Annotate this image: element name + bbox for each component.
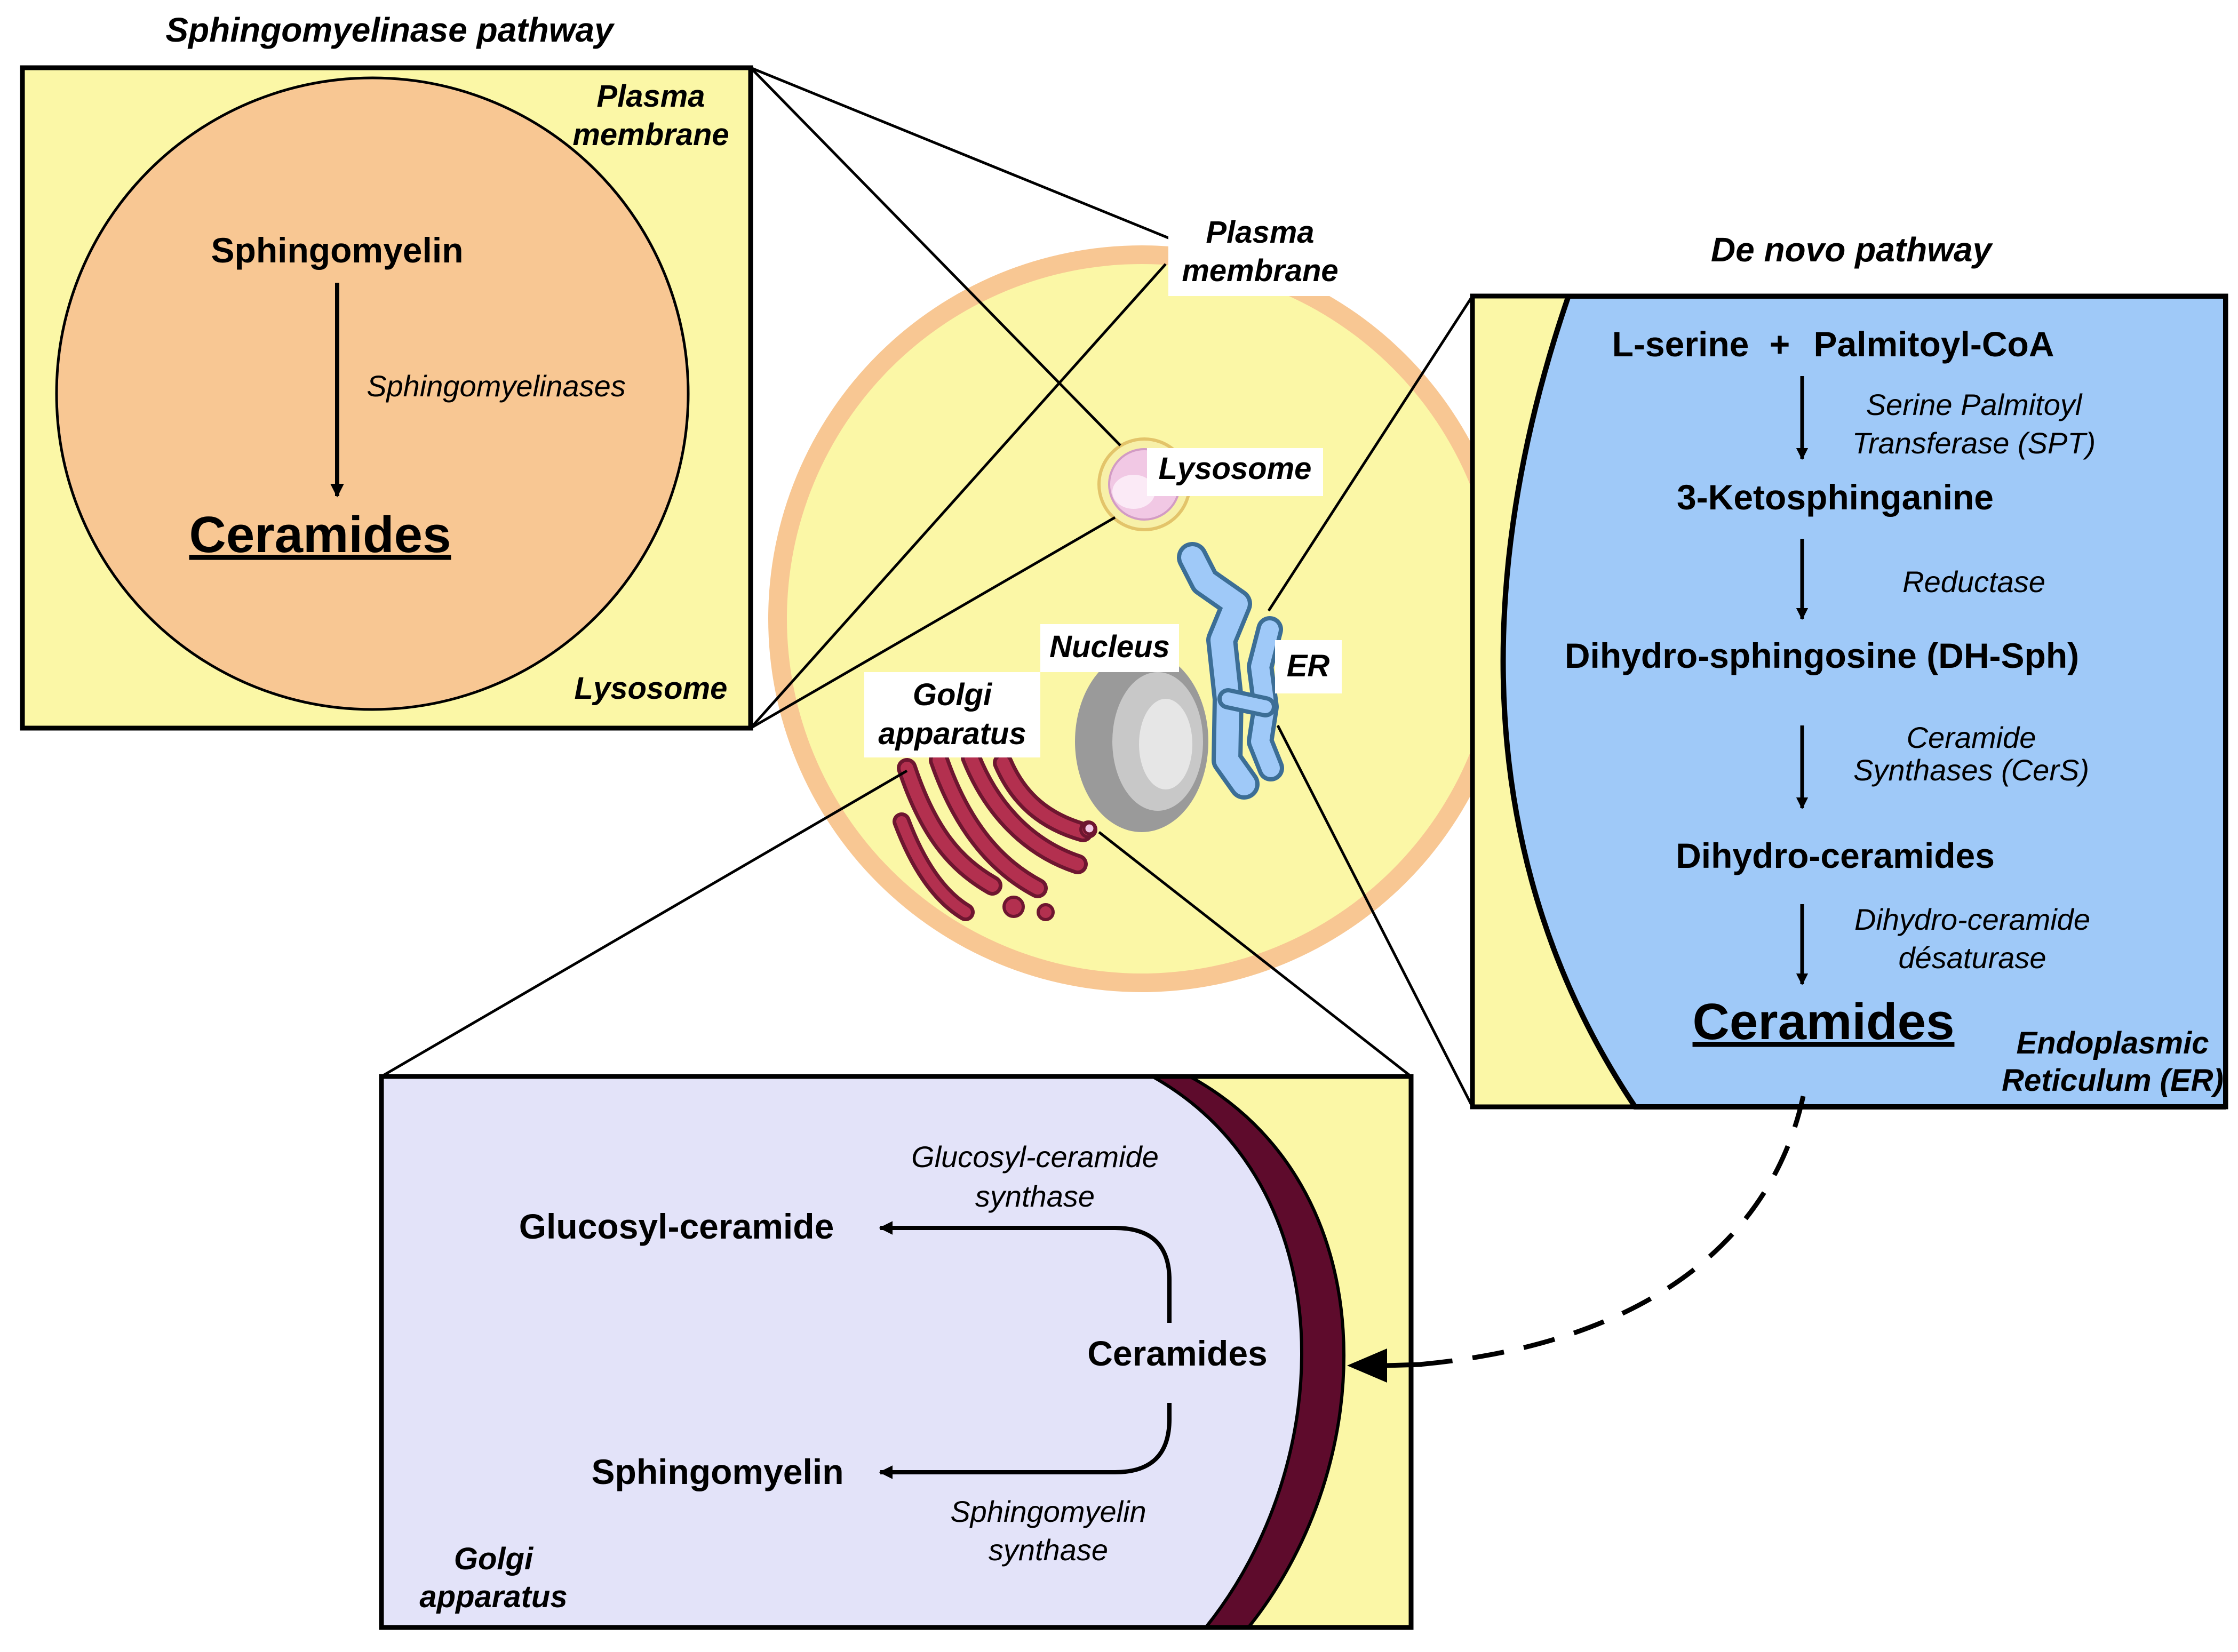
sphingomyelin-label-golgi: Sphingomyelin (591, 1452, 843, 1491)
cell-labels: Plasma membrane Lysosome Nucleus ER Golg… (864, 211, 1352, 757)
plus-label: + (1770, 324, 1790, 364)
golgi-label-cell-line2: apparatus (878, 716, 1026, 751)
ceramides-label-er: Ceramides (1693, 993, 1955, 1050)
er-label: ER (1287, 649, 1330, 683)
cers-enzyme-line2: Synthases (CerS) (1853, 753, 2089, 787)
de-novo-panel: De novo pathway L-serine + Palmitoyl-CoA… (1470, 230, 2228, 1110)
glucosyl-ceramide-label: Glucosyl-ceramide (519, 1207, 834, 1246)
sphingomyelinases-label: Sphingomyelinases (367, 369, 626, 403)
palmitoyl-coa-label: Palmitoyl-CoA (1813, 324, 2054, 364)
glucosyl-ceramide-synthase-line1: Glucosyl-ceramide (911, 1140, 1159, 1174)
ceramides-label-golgi: Ceramides (1087, 1334, 1268, 1373)
spt-enzyme-line1: Serine Palmitoyl (1866, 388, 2083, 421)
sphingomyelin-synthase-line1: Sphingomyelin (950, 1495, 1146, 1528)
ceramides-label-a: Ceramides (189, 506, 451, 563)
nucleus (1075, 651, 1208, 832)
plasma-membrane-label-cell-line2: membrane (1182, 253, 1338, 288)
golgi-compartment-line1: Golgi (454, 1542, 534, 1576)
lysosome-lumen (55, 76, 690, 711)
sphingomyelinase-title: Sphingomyelinase pathway (165, 11, 615, 49)
zoom-lines (380, 66, 1474, 1108)
sphingomyelin-synthase-line2: synthase (989, 1533, 1108, 1567)
glucosyl-arrow (879, 1221, 1172, 1323)
golgi-panel: Glucosyl-ceramide synthase Glucosyl-cera… (379, 1074, 1414, 1630)
golgi-lumen (381, 1078, 1303, 1627)
plasma-membrane-label-a-line1: Plasma (596, 79, 705, 114)
er-to-golgi-arrowhead (1347, 1348, 1387, 1383)
de-novo-panel-frame (1470, 293, 2228, 1110)
cers-enzyme-line1: Ceramide (1907, 721, 2036, 754)
glucosyl-ceramide-synthase-line2: synthase (975, 1179, 1095, 1213)
ketosphinganine-label: 3-Ketosphinganine (1677, 477, 1994, 517)
plasma-membrane-label-a-line2: membrane (572, 117, 729, 152)
desaturase-enzyme-line1: Dihydro-ceramide (1854, 903, 2090, 936)
dihydro-ceramides-label: Dihydro-ceramides (1676, 836, 1995, 875)
golgi-compartment-line2: apparatus (419, 1579, 567, 1614)
reductase-enzyme: Reductase (1902, 565, 2045, 598)
golgi-panel-frame (379, 1074, 1414, 1630)
cell (768, 245, 1515, 992)
desaturase-enzyme-line2: désaturase (1898, 941, 2046, 975)
dh-sph-label: Dihydro-sphingosine (DH-Sph) (1565, 636, 2079, 675)
de-novo-title: De novo pathway (1711, 230, 1994, 269)
er-compartment-line2: Reticulum (ER) (2002, 1063, 2224, 1098)
sphingomyelin-arrow (879, 1403, 1172, 1479)
plasma-membrane-label-bg-a (584, 77, 742, 157)
er-to-golgi-transport-arrow (1419, 1096, 1806, 1367)
er-compartment-line1: Endoplasmic (2017, 1026, 2209, 1060)
er-organelle (1177, 542, 1284, 800)
l-serine-label: L-serine (1612, 324, 1749, 364)
nucleus-label: Nucleus (1049, 629, 1170, 664)
sphingomyelin-label-a: Sphingomyelin (211, 230, 463, 270)
spt-enzyme-line2: Transferase (SPT) (1852, 426, 2096, 460)
lysosome-label-cell: Lysosome (1159, 451, 1312, 486)
golgi-organelle (893, 747, 1097, 921)
lysosome-label-a: Lysosome (575, 671, 728, 706)
plasma-membrane-label-cell-line1: Plasma (1206, 215, 1314, 250)
sphingomyelinase-panel: Sphingomyelinase pathway Plasma membrane… (20, 11, 753, 731)
golgi-label-cell-line1: Golgi (913, 677, 993, 712)
er-lumen (1500, 296, 2226, 1110)
